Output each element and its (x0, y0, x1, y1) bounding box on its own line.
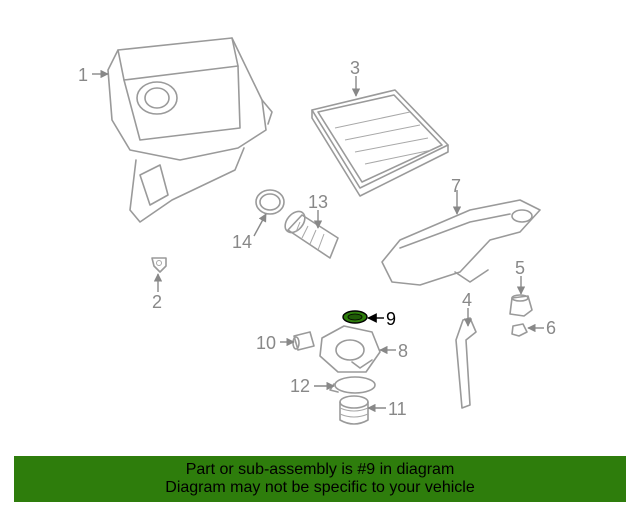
parts-diagram: 1 2 3 4 5 6 7 8 9 10 11 12 13 14 (78, 37, 556, 425)
banner-line-2: Diagram may not be specific to your vehi… (165, 479, 475, 496)
mount-insulator (509, 294, 533, 317)
callout-13: 13 (308, 192, 328, 212)
leader-lines (92, 69, 544, 413)
callout-7: 7 (451, 176, 461, 196)
callout-8: 8 (398, 341, 408, 361)
callout-3: 3 (350, 58, 360, 78)
plug (292, 331, 315, 351)
hose-clamp (329, 376, 376, 394)
boot (339, 395, 369, 425)
callout-14: 14 (232, 232, 252, 252)
info-banner: Part or sub-assembly is #9 in diagram Di… (14, 456, 626, 502)
callout-2: 2 (152, 292, 162, 312)
callout-6: 6 (546, 318, 556, 338)
callout-12: 12 (290, 376, 310, 396)
hose-clamp-upper (255, 189, 285, 215)
air-filter-element (311, 89, 449, 197)
intake-hose (284, 210, 339, 259)
throttle-adapter (319, 325, 381, 373)
grommet (151, 257, 167, 273)
banner-line-1: Part or sub-assembly is #9 in diagram (185, 461, 455, 478)
callout-11: 11 (388, 399, 407, 419)
callout-4: 4 (462, 290, 472, 310)
callout-9-highlighted: 9 (386, 309, 396, 329)
callout-5: 5 (515, 258, 525, 278)
callout-10: 10 (256, 333, 276, 353)
air-cleaner-housing (107, 37, 273, 223)
callout-1: 1 (78, 65, 88, 85)
bracket (455, 317, 477, 409)
gasket-highlighted (342, 310, 368, 324)
mount-nut (511, 323, 528, 337)
intake-duct (381, 199, 541, 286)
